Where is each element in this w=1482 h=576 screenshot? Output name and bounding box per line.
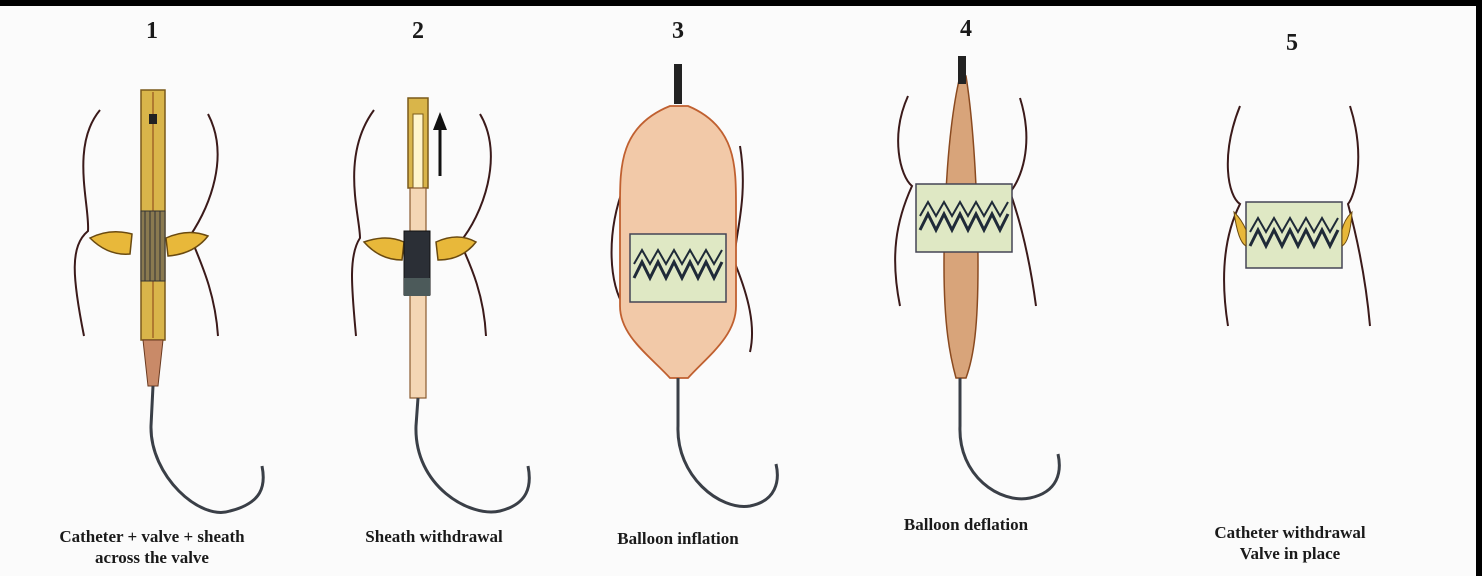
step-2-panel: 2 Sheath withdrawal <box>300 6 580 576</box>
step-3-illustration <box>580 6 780 576</box>
step-5-illustration <box>1180 6 1420 576</box>
step-caption: Catheter + valve + sheath across the val… <box>59 526 244 568</box>
step-1-panel: 1 Catheter + valve + sheath across the v… <box>0 6 300 576</box>
step-4-illustration <box>860 6 1060 576</box>
step-caption: Balloon deflation <box>904 514 1028 535</box>
step-2-illustration <box>300 6 580 576</box>
caption-line-1: Catheter withdrawal <box>1214 522 1365 543</box>
step-1-illustration <box>0 6 300 576</box>
step-caption: Catheter withdrawal Valve in place <box>1214 522 1365 564</box>
caption-line-2: Valve in place <box>1214 543 1365 564</box>
step-3-panel: 3 Balloon inflation <box>580 6 780 576</box>
step-caption: Sheath withdrawal <box>365 526 502 547</box>
illustration-canvas: 1 Catheter + valve + sheath across the v… <box>0 6 1476 576</box>
step-caption: Balloon inflation <box>617 528 738 549</box>
caption-line-1: Balloon inflation <box>617 528 738 549</box>
caption-line-1: Balloon deflation <box>904 514 1028 535</box>
caption-line-1: Sheath withdrawal <box>365 526 502 547</box>
step-4-panel: 4 Balloon deflation <box>860 6 1060 576</box>
caption-line-2: across the valve <box>59 547 244 568</box>
step-5-panel: 5 Catheter withdrawal Valve in place <box>1180 6 1420 576</box>
caption-line-1: Catheter + valve + sheath <box>59 526 244 547</box>
